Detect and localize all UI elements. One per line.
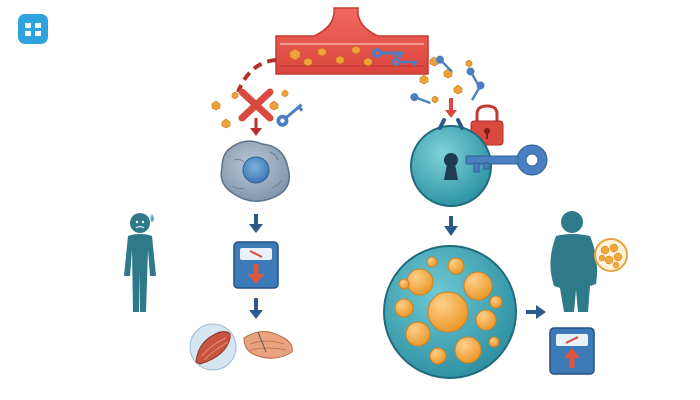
blocked-x-icon [238, 88, 274, 122]
key-icon [276, 103, 304, 127]
muscle-tissue-icon [189, 323, 237, 371]
flow-arrow-left-2 [249, 298, 263, 319]
sad-face-icon [135, 214, 154, 229]
brand-logo-icon [18, 14, 48, 44]
vessel-keys [372, 48, 417, 66]
blocked-pathway [236, 58, 277, 93]
torn-tissue-icon [243, 331, 293, 359]
vessel-particles [289, 45, 373, 67]
obese-person-icon [550, 211, 598, 312]
weight-scale-up-icon [549, 327, 595, 375]
key-icon-large [465, 144, 548, 176]
flow-arrow-right-2 [526, 305, 546, 319]
blood-vessel-icon [275, 7, 429, 75]
fat-cluster-icon [594, 238, 628, 272]
flow-arrow-left-1 [249, 214, 263, 233]
lean-person-icon [124, 213, 156, 312]
right-keys [410, 55, 485, 105]
down-arrow-small-head [250, 128, 262, 136]
weight-scale-down-icon [233, 241, 279, 289]
fat-cell-icon [383, 245, 517, 379]
stressed-cell-icon [220, 140, 290, 202]
left-particles [211, 89, 289, 129]
receptor-arrow [445, 98, 457, 118]
flow-arrow-right-1 [444, 216, 458, 236]
receptor-cell-icon [410, 118, 492, 207]
